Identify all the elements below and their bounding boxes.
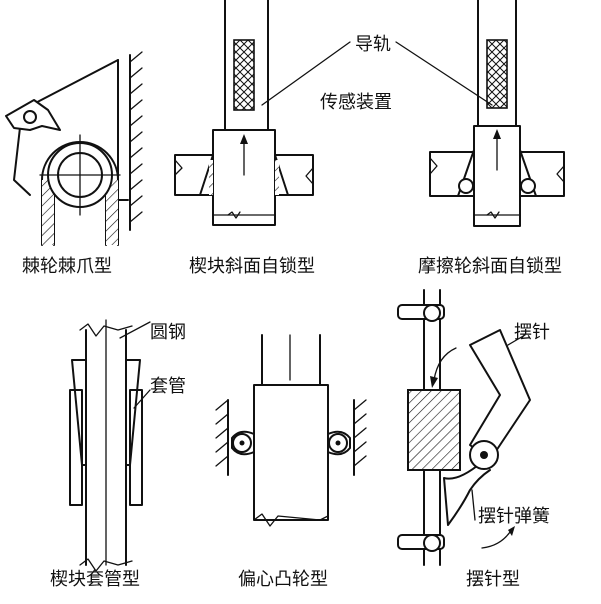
label-wedge-sleeve: 楔块套管型	[50, 569, 140, 590]
friction-wheel-incline-diagram	[395, 0, 565, 227]
callout-pendulum-pin: 摆针	[514, 322, 550, 343]
label-friction-incline: 摩擦轮斜面自锁型	[418, 256, 562, 277]
callout-round-steel: 圆钢	[150, 322, 186, 343]
callout-sensor: 传感装置	[320, 92, 392, 113]
label-wedge-incline: 楔块斜面自锁型	[189, 256, 315, 277]
wedge-sleeve-diagram	[69, 319, 151, 572]
callout-pendulum-spring: 摆针弹簧	[478, 506, 550, 527]
ratchet-pawl-diagram	[5, 51, 143, 246]
eccentric-cam-diagram	[215, 334, 367, 527]
pendulum-pin-diagram	[397, 289, 531, 566]
callout-guide-rail: 导轨	[355, 34, 391, 55]
label-ratchet-pawl: 棘轮棘爪型	[22, 256, 112, 277]
callout-sleeve: 套管	[150, 376, 186, 397]
label-pendulum-pin-type: 摆针型	[466, 569, 520, 590]
label-eccentric-cam: 偏心凸轮型	[238, 569, 328, 590]
wedge-incline-diagram	[174, 0, 351, 226]
